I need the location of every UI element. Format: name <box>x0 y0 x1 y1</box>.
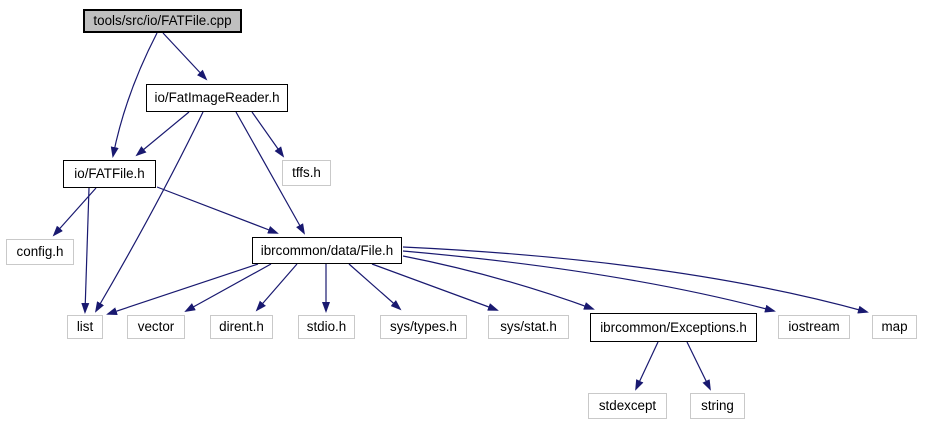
edge-file-h-to-dirent-h <box>255 263 298 312</box>
node-sys-stat-h: sys/stat.h <box>488 315 569 339</box>
node-string: string <box>690 393 745 419</box>
edge-fatfile-h-to-file-h <box>156 186 279 234</box>
edge-fatimagereader-h-to-list <box>94 111 204 313</box>
node-map: map <box>872 315 917 339</box>
edge-fatfile-cpp-to-fatfile-h <box>110 32 158 158</box>
edge-exceptions-h-to-stdexcept <box>635 341 659 391</box>
edge-exceptions-h-to-string <box>686 341 711 391</box>
edge-fatfile-cpp-to-fatimagereader-h <box>162 32 208 81</box>
edge-file-h-to-iostream <box>402 250 776 313</box>
node-exceptions-h[interactable]: ibrcommon/Exceptions.h <box>590 313 757 342</box>
edge-file-h-to-vector <box>184 263 272 312</box>
edge-fatfile-h-to-list <box>81 187 90 314</box>
node-iostream: iostream <box>778 315 850 339</box>
node-fatfile-cpp: tools/src/io/FATFile.cpp <box>83 9 242 33</box>
edge-file-h-to-sys-stat-h <box>371 263 499 311</box>
node-file-h[interactable]: ibrcommon/data/File.h <box>252 237 402 264</box>
node-fatfile-h[interactable]: io/FATFile.h <box>63 160 156 188</box>
edge-fatimagereader-h-to-tffs-h <box>251 111 285 158</box>
edge-file-h-to-map <box>402 246 869 314</box>
edge-file-h-to-list <box>106 263 259 315</box>
node-sys-types-h: sys/types.h <box>380 315 467 339</box>
node-dirent-h: dirent.h <box>210 315 273 339</box>
node-fatimagereader-h[interactable]: io/FatImageReader.h <box>146 84 288 112</box>
node-stdexcept: stdexcept <box>588 393 667 419</box>
node-stdio-h: stdio.h <box>298 315 355 339</box>
edge-file-h-to-sys-types-h <box>348 263 402 311</box>
node-config-h: config.h <box>6 239 74 265</box>
edge-file-h-to-exceptions-h <box>402 255 595 310</box>
edge-fatimagereader-h-to-file-h <box>235 111 305 235</box>
node-list: list <box>67 315 103 339</box>
node-tffs-h: tffs.h <box>282 160 331 186</box>
edge-fatimagereader-h-to-fatfile-h <box>135 111 190 157</box>
node-vector: vector <box>127 315 185 339</box>
